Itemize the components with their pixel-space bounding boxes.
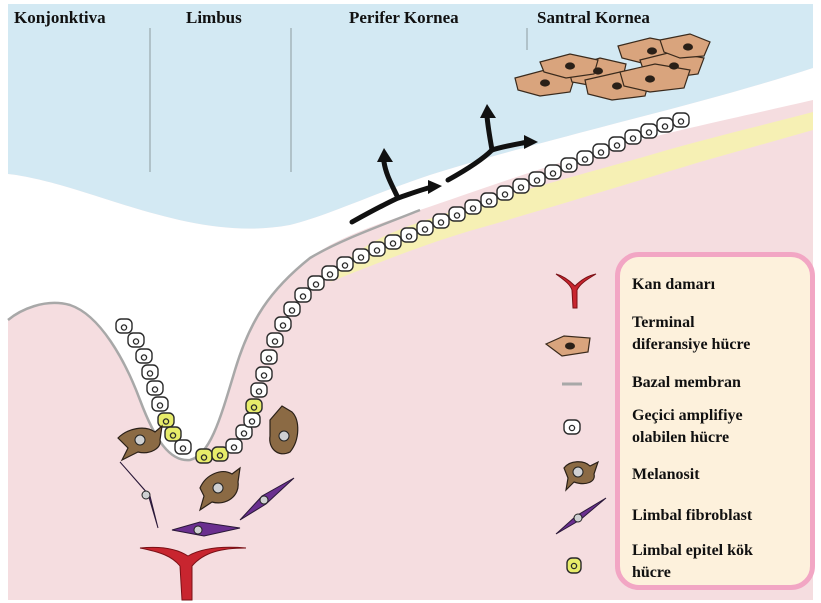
legend-label-kok: Limbal epitel kök: [632, 540, 753, 561]
legend-label-melanosit: Melanosit: [632, 464, 700, 485]
region-label-konjonktiva: Konjonktiva: [14, 8, 106, 28]
region-label-limbus: Limbus: [186, 8, 242, 28]
legend-label-olabilen: olabilen hücre: [632, 427, 729, 448]
region-label-perifer-kornea: Perifer Kornea: [349, 8, 459, 28]
legend-label-diferansiye: diferansiye hücre: [632, 334, 750, 355]
fibroblast-icon: [556, 498, 606, 534]
legend-label-gecici: Geçici amplifiye: [632, 405, 743, 426]
transit-amplifying-cell-icon: [564, 420, 580, 434]
legend-label-kan-damari: Kan damarı: [632, 274, 715, 295]
region-label-santral-kornea: Santral Kornea: [537, 8, 650, 28]
legend-label-hucre: hücre: [632, 562, 671, 583]
melanocyte-icon: [564, 462, 598, 490]
legend-label-fibroblast: Limbal fibroblast: [632, 505, 752, 526]
blood-vessel-icon: [556, 274, 596, 308]
legend-label-terminal: Terminal: [632, 312, 695, 333]
legend-icons: [530, 262, 620, 592]
legend-label-bazal-membran: Bazal membran: [632, 372, 741, 393]
terminal-cell-icon: [546, 336, 590, 356]
stem-cell-icon: [567, 558, 581, 573]
